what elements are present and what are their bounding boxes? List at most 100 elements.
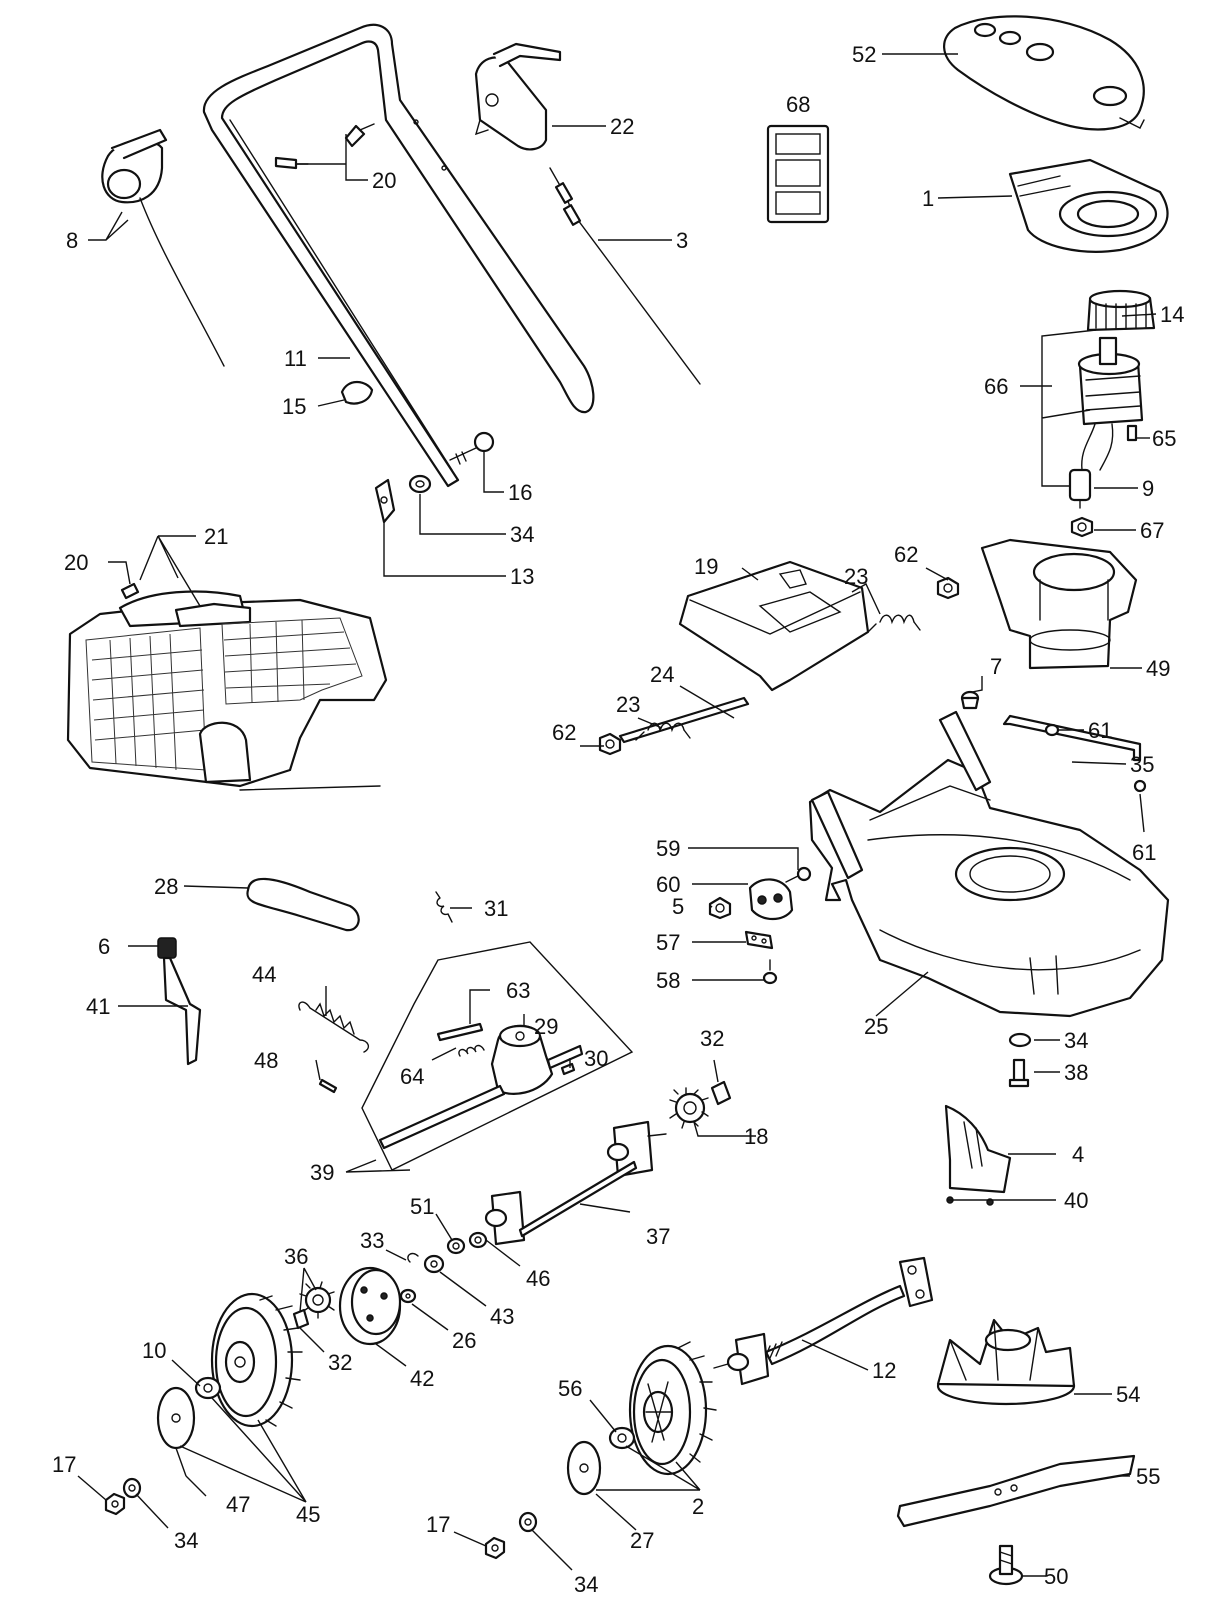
gearbox-part bbox=[378, 1024, 584, 1150]
nut-part bbox=[598, 732, 622, 756]
callout-32-upper: 32 bbox=[700, 1026, 724, 1051]
callout-50: 50 bbox=[1044, 1564, 1068, 1589]
callout-13: 13 bbox=[510, 564, 534, 589]
callout-11: 11 bbox=[284, 346, 307, 371]
hubcap-part bbox=[566, 1440, 602, 1496]
lever-grip-part bbox=[157, 937, 177, 959]
callout-61-bottom: 61 bbox=[1132, 840, 1156, 865]
hubcap-part bbox=[156, 1386, 196, 1450]
callout-12: 12 bbox=[872, 1358, 896, 1383]
callout-23-lower: 23 bbox=[616, 692, 640, 717]
tension-spring-part bbox=[298, 1001, 370, 1053]
callout-52: 52 bbox=[852, 42, 876, 67]
callout-41: 41 bbox=[86, 994, 110, 1019]
cable-clip-part bbox=[340, 380, 374, 405]
front-wheel-part bbox=[628, 1341, 717, 1476]
drive-lever-part bbox=[162, 956, 202, 1066]
screw-part bbox=[785, 866, 812, 883]
callout-5: 5 bbox=[672, 894, 684, 919]
front-axle-part bbox=[713, 1256, 934, 1386]
circlip-part bbox=[407, 1252, 419, 1263]
label-sticker-part bbox=[766, 124, 830, 224]
callout-34-handle: 34 bbox=[510, 522, 534, 547]
carbon-brush-part bbox=[1126, 424, 1138, 442]
callout-39: 39 bbox=[310, 1160, 334, 1185]
screw-part bbox=[762, 959, 778, 985]
callout-24: 24 bbox=[650, 662, 674, 687]
handle-bar-part bbox=[202, 23, 595, 488]
bushing-part bbox=[710, 1080, 732, 1106]
motor-housing-part bbox=[980, 538, 1138, 670]
switch-lever-part bbox=[101, 128, 225, 367]
spring-part bbox=[435, 891, 453, 923]
callout-49: 49 bbox=[1146, 656, 1170, 681]
bushing-part bbox=[292, 1308, 310, 1330]
callout-40: 40 bbox=[1064, 1188, 1088, 1213]
capacitor-part bbox=[1068, 468, 1092, 509]
washer-part bbox=[399, 1288, 417, 1304]
bowden-cable-part bbox=[549, 167, 701, 385]
callout-51: 51 bbox=[410, 1194, 434, 1219]
washer-part bbox=[1008, 1032, 1032, 1048]
callout-2: 2 bbox=[692, 1494, 704, 1519]
callout-20-bag: 20 bbox=[64, 550, 88, 575]
callout-25: 25 bbox=[864, 1014, 888, 1039]
callout-43: 43 bbox=[490, 1304, 514, 1329]
callout-34-left: 34 bbox=[174, 1528, 198, 1553]
callout-67: 67 bbox=[1140, 518, 1164, 543]
mower-deck-part bbox=[808, 710, 1170, 1018]
callout-37: 37 bbox=[646, 1224, 670, 1249]
wheel-nut-part bbox=[194, 1376, 222, 1400]
callout-66: 66 bbox=[984, 374, 1008, 399]
callout-20-top: 20 bbox=[372, 168, 396, 193]
grass-catcher-part bbox=[66, 590, 388, 791]
cable-lever-part bbox=[474, 42, 562, 151]
handle-disc-part bbox=[374, 478, 396, 524]
flap-rod-part bbox=[618, 696, 750, 744]
axle-bracket-rod-part bbox=[1002, 714, 1142, 762]
callout-48: 48 bbox=[254, 1048, 278, 1073]
callout-36: 36 bbox=[284, 1244, 308, 1269]
pin-part bbox=[318, 1078, 338, 1094]
callout-34-right: 34 bbox=[1064, 1028, 1088, 1053]
pinion-gear-part bbox=[299, 1281, 335, 1319]
callout-58: 58 bbox=[656, 968, 680, 993]
blade-adapter-fan-part bbox=[936, 1318, 1076, 1406]
callout-7: 7 bbox=[990, 654, 1002, 679]
callout-27: 27 bbox=[630, 1528, 654, 1553]
motor-nut-part bbox=[1070, 516, 1094, 538]
wheel-gear-part bbox=[338, 1266, 402, 1346]
nut-part bbox=[104, 1492, 126, 1516]
catcher-screw-part bbox=[120, 582, 140, 600]
rear-flap-part bbox=[678, 560, 870, 692]
screw-part bbox=[274, 123, 375, 170]
callout-60: 60 bbox=[656, 872, 680, 897]
fixing-plate-part bbox=[744, 930, 774, 950]
callout-9: 9 bbox=[1142, 476, 1154, 501]
spring-part bbox=[458, 1044, 485, 1057]
callout-35: 35 bbox=[1130, 752, 1154, 777]
callout-34-bottom: 34 bbox=[574, 1572, 598, 1597]
callout-31: 31 bbox=[484, 896, 508, 921]
leader-lines bbox=[77, 53, 1157, 1577]
height-adjuster-part bbox=[748, 878, 794, 921]
callout-47: 47 bbox=[226, 1492, 250, 1517]
nut-part bbox=[484, 1536, 506, 1560]
callout-44: 44 bbox=[252, 962, 276, 987]
cutting-blade-part bbox=[896, 1454, 1136, 1528]
callout-19: 19 bbox=[694, 554, 718, 579]
nut-part bbox=[446, 1237, 466, 1255]
callout-22: 22 bbox=[610, 114, 634, 139]
wheel-nut-part bbox=[608, 1426, 636, 1450]
callout-63: 63 bbox=[506, 978, 530, 1003]
top-cover-part bbox=[943, 15, 1145, 131]
callout-23-upper: 23 bbox=[844, 564, 868, 589]
callout-65: 65 bbox=[1152, 426, 1176, 451]
callout-64: 64 bbox=[400, 1064, 424, 1089]
motor-fan-part bbox=[1086, 289, 1156, 332]
side-deflector-part bbox=[944, 1104, 1012, 1194]
callout-16: 16 bbox=[508, 480, 532, 505]
washer-part bbox=[408, 474, 432, 494]
electric-motor-part bbox=[1077, 336, 1144, 471]
callout-45: 45 bbox=[296, 1502, 320, 1527]
